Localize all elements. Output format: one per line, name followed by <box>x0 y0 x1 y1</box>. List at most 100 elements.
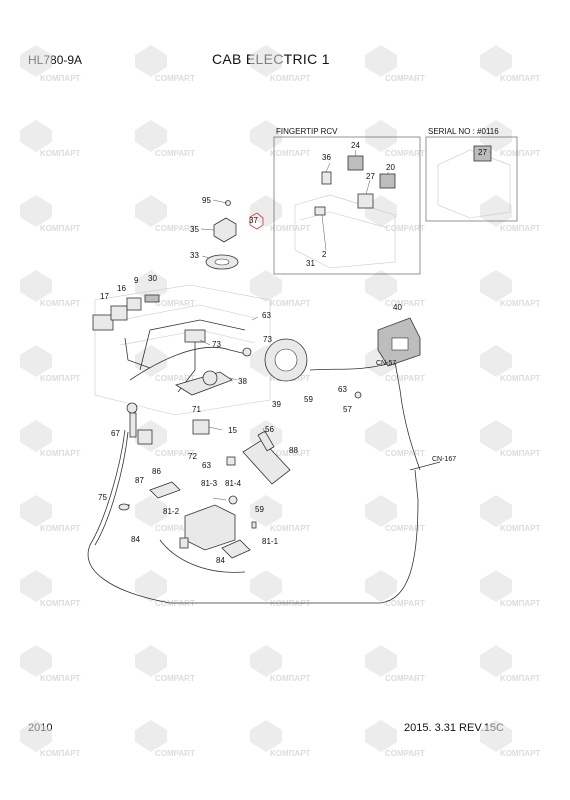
watermark-logo <box>135 270 167 302</box>
callout-86: 86 <box>152 467 161 476</box>
watermark-logo <box>135 645 167 677</box>
watermark-text: KOMПАРТ <box>40 149 80 158</box>
callout-59b: 59 <box>255 505 264 514</box>
watermark-logo <box>480 45 512 77</box>
watermark-text: KOMПАРТ <box>40 74 80 83</box>
watermark-logo <box>135 570 167 602</box>
watermark-text: KOMПАРТ <box>270 599 310 608</box>
callout-37: 37 <box>249 216 258 225</box>
watermark-layer: KOMПАРТ COMPART KOMПАРТ COMPART KOMПАРТ KOMПА… <box>20 45 540 758</box>
watermark-logo <box>480 720 512 752</box>
watermark-text: COMPART <box>155 299 195 308</box>
watermark-text: KOMПАРТ <box>40 374 80 383</box>
callout-2: 2 <box>322 250 327 259</box>
callout-72: 72 <box>188 452 197 461</box>
serial-switch-27 <box>473 145 492 162</box>
leader-lines <box>199 149 491 501</box>
watermark-text: COMPART <box>155 374 195 383</box>
watermark-logo <box>365 720 397 752</box>
cab-ghost-outline <box>94 149 511 416</box>
watermark-logo <box>20 720 52 752</box>
highlight-hexagon-37 <box>249 212 264 230</box>
watermark-text: KOMПАРТ <box>500 749 540 758</box>
watermark-logo <box>20 570 52 602</box>
watermark-logo <box>135 195 167 227</box>
watermark-logo <box>365 495 397 527</box>
watermark-logo <box>250 495 282 527</box>
callout-56: 56 <box>265 425 274 434</box>
callout-36: 36 <box>322 153 331 162</box>
callout-33: 33 <box>190 251 199 260</box>
watermark-text: COMPART <box>385 224 425 233</box>
watermark-text: KOMПАРТ <box>40 449 80 458</box>
watermark-text: COMPART <box>155 74 195 83</box>
watermark-text: COMPART <box>155 524 195 533</box>
watermark-text: COMPART <box>155 674 195 683</box>
callout-20: 20 <box>386 163 395 172</box>
watermark-text: KOMПАРТ <box>40 299 80 308</box>
watermark-text: COMPART <box>385 299 425 308</box>
watermark-logo <box>250 45 282 77</box>
watermark-logo <box>135 120 167 152</box>
watermark-text: KOMПАРТ <box>500 674 540 683</box>
watermark-logo <box>365 270 397 302</box>
callout-75: 75 <box>98 493 107 502</box>
callout-73b: 73 <box>263 335 272 344</box>
watermark-logo <box>365 420 397 452</box>
watermark-logo <box>20 645 52 677</box>
watermark-logo <box>135 720 167 752</box>
footer-revision: 2015. 3.31 REV.15C <box>404 722 504 734</box>
callout-81-3: 81-3 <box>201 479 218 488</box>
watermark-logo <box>480 270 512 302</box>
watermark-logo <box>480 570 512 602</box>
callout-35: 35 <box>190 225 199 234</box>
watermark-text: KOMПАРТ <box>40 524 80 533</box>
callout-81-1: 81-1 <box>262 537 279 546</box>
watermark-text: COMPART <box>385 749 425 758</box>
watermark-logo <box>480 495 512 527</box>
watermark-logo <box>20 120 52 152</box>
watermark-logo <box>135 495 167 527</box>
callout-9: 9 <box>134 276 139 285</box>
serial-inset-frame <box>425 136 518 222</box>
callout-67: 67 <box>111 429 120 438</box>
callout-31: 31 <box>306 259 315 268</box>
switch-assembly-35 <box>205 200 239 270</box>
watermark-text: KOMПАРТ <box>500 449 540 458</box>
callout-87: 87 <box>135 476 144 485</box>
callout-81-4: 81-4 <box>225 479 242 488</box>
watermark-text: KOMПАРТ <box>270 524 310 533</box>
watermark-logo <box>480 420 512 452</box>
watermark-text: KOMПАРТ <box>270 674 310 683</box>
callout-57: 57 <box>343 405 352 414</box>
watermark-text: COMPART <box>385 524 425 533</box>
callout-30: 30 <box>148 274 157 283</box>
watermark-logo <box>365 570 397 602</box>
watermark-logo <box>250 270 282 302</box>
callout-17: 17 <box>100 292 109 301</box>
watermark-text: KOMПАРТ <box>500 374 540 383</box>
watermark-logo <box>250 645 282 677</box>
callout-84b: 84 <box>216 556 225 565</box>
watermark-text: KOMПАРТ <box>270 149 310 158</box>
watermark-text: COMPART <box>385 149 425 158</box>
callout-71: 71 <box>192 405 201 414</box>
watermark-logo <box>135 45 167 77</box>
watermark-logo <box>480 120 512 152</box>
callout-cn57: CN-57 <box>376 360 396 367</box>
callout-63a: 63 <box>262 311 271 320</box>
watermark-text: KOMПАРТ <box>270 74 310 83</box>
center-parts <box>175 329 308 466</box>
watermark-text: COMPART <box>385 74 425 83</box>
watermark-text: COMPART <box>155 449 195 458</box>
callout-15: 15 <box>228 426 237 435</box>
watermark-logo <box>365 645 397 677</box>
watermark-text: KOMПАРТ <box>500 524 540 533</box>
callout-27b: 27 <box>478 148 487 157</box>
watermark-logo <box>250 570 282 602</box>
watermark-logo <box>480 195 512 227</box>
watermark-logo <box>20 45 52 77</box>
fingertip-inset-frame <box>273 136 421 275</box>
watermark-logo <box>20 420 52 452</box>
